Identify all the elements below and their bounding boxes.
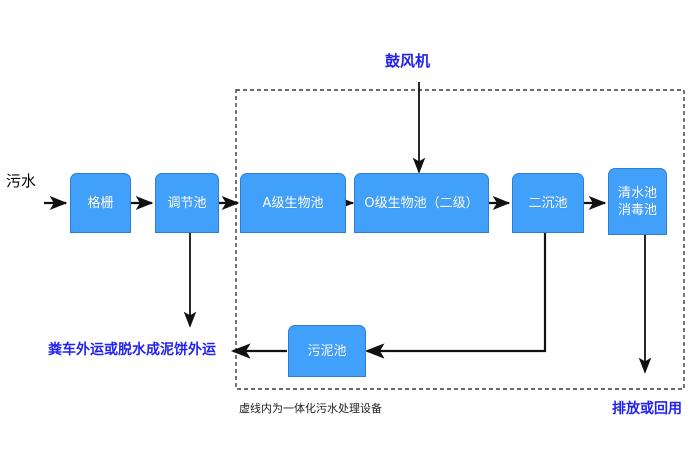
node-equalization-tank[interactable]: 调节池 <box>155 173 219 233</box>
node-clearwell-disinfection[interactable]: 清水池 消毒池 <box>608 168 667 235</box>
discharge-label: 排放或回用 <box>612 401 682 417</box>
node-grating[interactable]: 格栅 <box>70 173 131 233</box>
node-o-stage-bio-tank[interactable]: O级生物池（二级） <box>354 173 489 233</box>
node-sludge-tank[interactable]: 污泥池 <box>288 325 366 377</box>
node-secondary-clarifier[interactable]: 二沉池 <box>512 173 584 233</box>
dashed-boundary-caption: 虚线内为一体化污水处理设备 <box>239 402 382 415</box>
blower-label: 鼓风机 <box>385 52 431 70</box>
sludge-disposal-label: 粪车外运或脱水成泥饼外运 <box>48 342 216 358</box>
arrow-clarifier-to-sludge <box>364 233 547 359</box>
inlet-label: 污水 <box>6 172 37 190</box>
node-a-stage-bio-tank[interactable]: A级生物池 <box>240 173 346 233</box>
